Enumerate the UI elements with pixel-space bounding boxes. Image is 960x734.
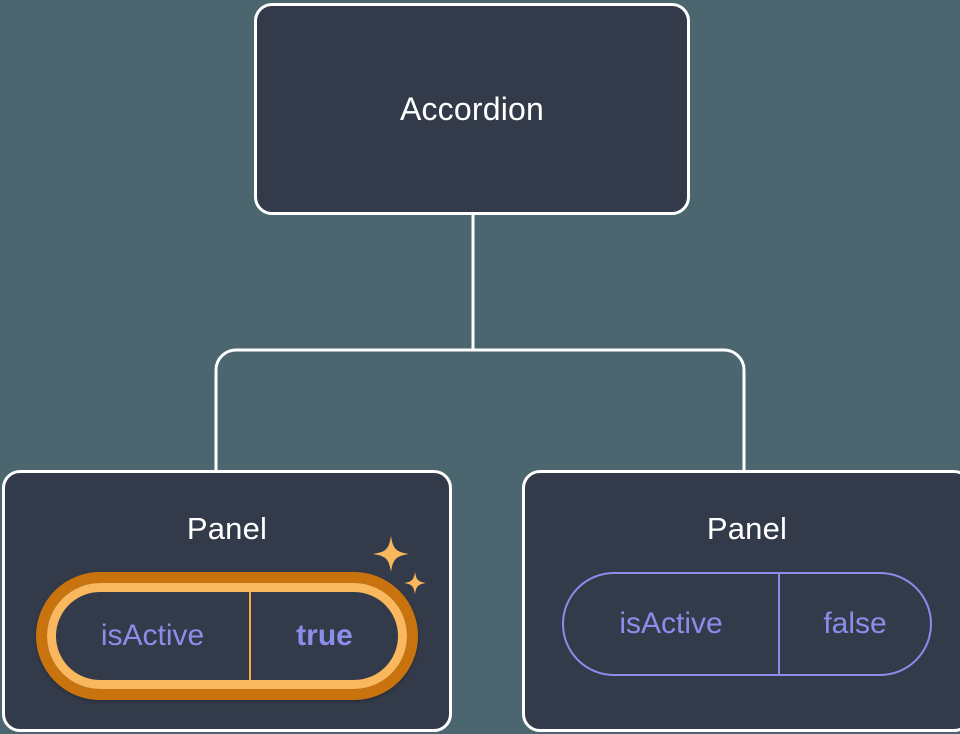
prop-pill-inactive[interactable]: isActive false <box>562 572 932 676</box>
node-panel-active[interactable]: Panel isActive true <box>2 470 452 732</box>
node-panel-inactive[interactable]: Panel isActive false <box>522 470 960 732</box>
connector-to-left-panel <box>214 348 473 470</box>
node-accordion[interactable]: Accordion <box>254 3 690 215</box>
prop-pill-active-wrap: isActive true <box>5 536 449 700</box>
connector-to-right-panel <box>473 348 746 470</box>
node-panel-inactive-title: Panel <box>706 511 788 546</box>
prop-value-isactive-right: false <box>823 607 887 640</box>
prop-value-isactive-left: true <box>296 619 353 652</box>
node-accordion-title: Accordion <box>399 91 545 127</box>
prop-pill-active-inner: isActive true <box>47 583 407 689</box>
prop-key-isactive-right: isActive <box>564 574 780 674</box>
node-panel-active-title: Panel <box>186 511 268 546</box>
prop-pill-active[interactable]: isActive true <box>36 572 418 700</box>
prop-pill-inactive-wrap: isActive false <box>525 572 960 676</box>
prop-key-isactive-left: isActive <box>56 592 251 680</box>
